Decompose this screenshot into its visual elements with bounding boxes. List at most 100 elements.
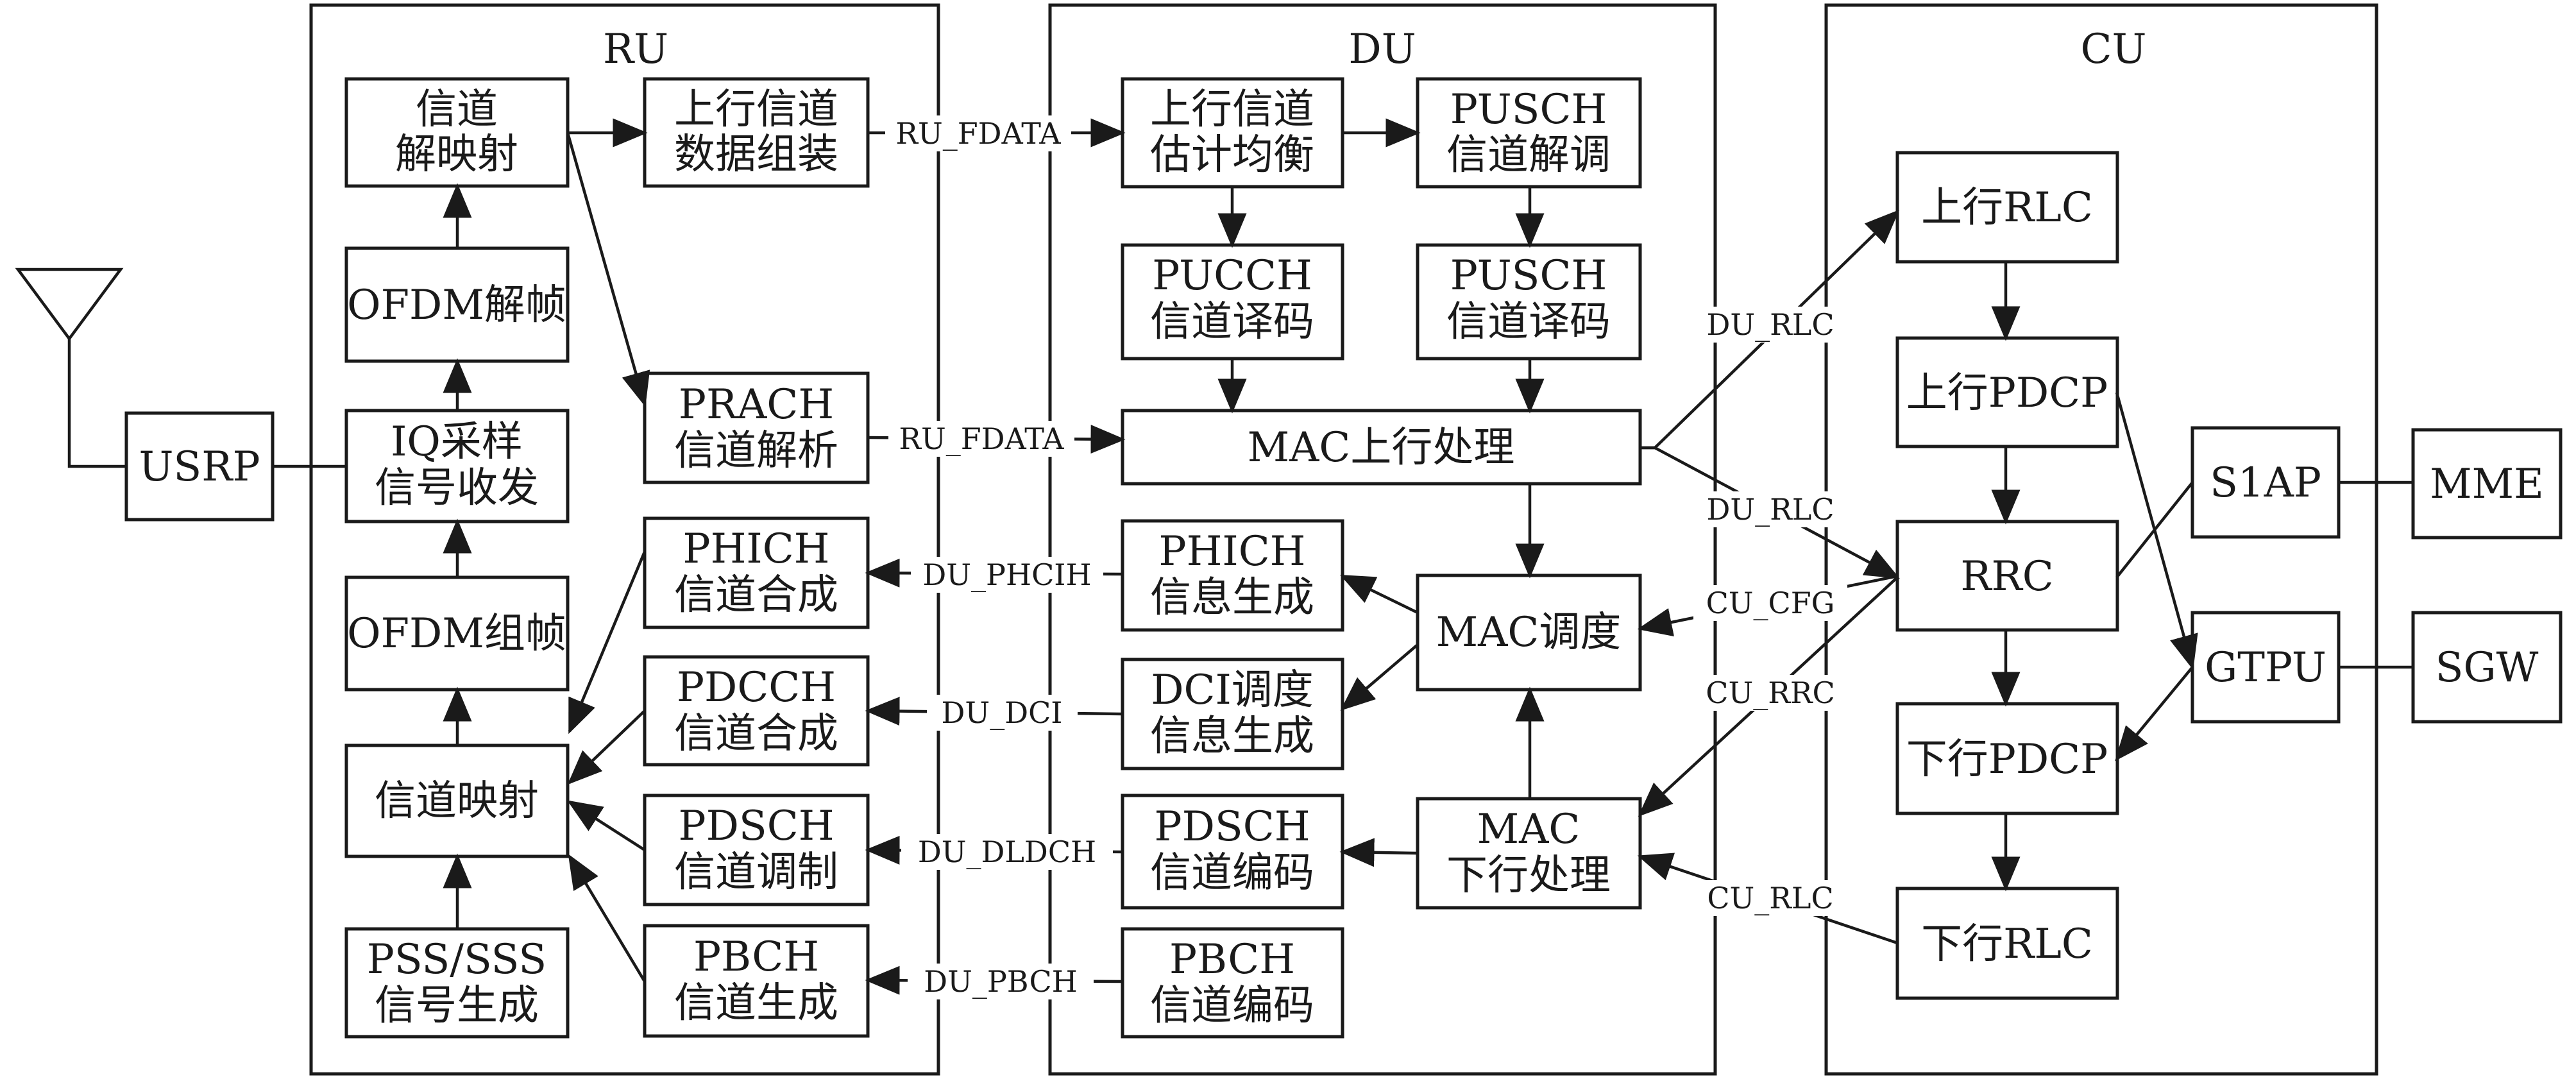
svg-text:OFDM组帧: OFDM组帧 <box>347 610 566 658</box>
node-cu-dl-pdcp: 下行PDCP <box>1895 702 2119 815</box>
svg-text:信道调制: 信道调制 <box>674 849 838 896</box>
svg-text:信道编码: 信道编码 <box>1150 849 1314 897</box>
svg-text:USRP: USRP <box>139 443 260 491</box>
svg-text:MAC: MAC <box>1477 806 1580 853</box>
edge-macul-rrc <box>1640 446 1900 579</box>
svg-text:PUSCH: PUSCH <box>1450 252 1607 300</box>
svg-text:MME: MME <box>2430 461 2544 508</box>
svg-text:PUCCH: PUCCH <box>1152 252 1312 300</box>
node-ru-ofdm-frame: OFDM组帧 <box>344 575 570 692</box>
node-du-pbch-enc: PBCH 信道编码 <box>1121 927 1344 1039</box>
svg-text:信号生成: 信号生成 <box>375 982 539 1030</box>
node-du-pdsch-enc: PDSCH 信道编码 <box>1121 794 1344 910</box>
node-du-dci-info: DCI调度 信息生成 <box>1121 658 1344 770</box>
node-ru-pdcch-comb: PDCCH 信道合成 <box>643 655 870 767</box>
edge-macsched-phich <box>1339 574 1418 615</box>
node-ru-pbch-gen: PBCH 信道生成 <box>643 924 870 1038</box>
edge-pdschmod-chanmap <box>567 800 646 851</box>
node-mme: MME <box>2411 428 2563 540</box>
svg-text:OFDM解帧: OFDM解帧 <box>347 282 566 329</box>
svg-text:PUSCH: PUSCH <box>1450 86 1607 133</box>
node-du-mac-ul: MAC上行处理 <box>1121 409 1642 486</box>
label-ru-fdata-2: RU_FDATA <box>899 421 1064 456</box>
node-du-phich-info: PHICH 信息生成 <box>1121 519 1344 632</box>
ru-section: RU <box>309 3 940 1076</box>
svg-text:解映射: 解映射 <box>395 131 518 178</box>
node-du-pucch-dec: PUCCH 信道译码 <box>1121 243 1344 361</box>
svg-text:信道映射: 信道映射 <box>375 777 539 825</box>
svg-text:信道合成: 信道合成 <box>674 572 838 619</box>
node-ru-iq: IQ采样 信号收发 <box>344 409 570 523</box>
edge-ulpdcp-gtpu <box>2115 392 2198 670</box>
node-ru-ul-pack: 上行信道 数据组装 <box>643 77 870 188</box>
svg-text:信道译码: 信道译码 <box>1150 298 1314 346</box>
node-ru-ofdm-deframe: OFDM解帧 <box>344 246 570 363</box>
label-cu-cfg: CU_CFG <box>1706 586 1835 620</box>
node-cu-rrc: RRC <box>1895 520 2119 632</box>
label-cu-rrc: CU_RRC <box>1706 675 1835 710</box>
svg-text:PRACH: PRACH <box>679 381 834 429</box>
node-du-mac-sched: MAC调度 <box>1416 573 1642 692</box>
edge-pbchgen-chanmap <box>568 854 646 983</box>
svg-text:MAC上行处理: MAC上行处理 <box>1248 424 1515 472</box>
node-s1ap: S1AP <box>2190 426 2341 539</box>
svg-text:上行信道: 上行信道 <box>674 86 838 133</box>
cu-section-title: CU <box>2081 26 2147 73</box>
label-cu-rlc: CU_RLC <box>1707 881 1833 915</box>
node-gtpu: GTPU <box>2190 611 2341 724</box>
svg-text:上行PDCP: 上行PDCP <box>1906 370 2108 417</box>
svg-text:信道解析: 信道解析 <box>674 427 838 475</box>
du-section: DU <box>1048 3 1717 1076</box>
node-ru-pss-sss: PSS/SSS 信号生成 <box>344 927 570 1039</box>
svg-text:上行信道: 上行信道 <box>1150 86 1314 133</box>
edge-phichcomb-chanmap <box>568 551 647 735</box>
node-ru-pdsch-mod: PDSCH 信道调制 <box>643 794 870 906</box>
svg-text:IQ采样: IQ采样 <box>391 418 523 466</box>
label-du-rlc-2: DU_RLC <box>1706 492 1834 527</box>
svg-text:MAC调度: MAC调度 <box>1436 609 1622 656</box>
label-du-pbch: DU_PBCH <box>924 964 1078 999</box>
node-du-ul-est: 上行信道 估计均衡 <box>1121 77 1344 189</box>
node-ru-prach: PRACH 信道解析 <box>643 371 870 484</box>
svg-text:信息生成: 信息生成 <box>1150 713 1314 760</box>
svg-text:信道: 信道 <box>416 86 498 133</box>
svg-text:PHICH: PHICH <box>1159 528 1306 575</box>
node-cu-ul-pdcp: 上行PDCP <box>1895 336 2119 448</box>
svg-text:PDSCH: PDSCH <box>679 803 835 850</box>
edge-macsched-dci <box>1340 643 1419 711</box>
svg-text:下行PDCP: 下行PDCP <box>1906 736 2108 783</box>
edge-demap-prach <box>566 132 650 407</box>
svg-text:SGW: SGW <box>2436 644 2539 692</box>
node-sgw: SGW <box>2411 611 2563 724</box>
node-cu-ul-rlc: 上行RLC <box>1895 151 2119 264</box>
svg-text:估计均衡: 估计均衡 <box>1150 132 1314 179</box>
edge-gtpu-dlpdcp <box>2115 666 2194 761</box>
svg-text:S1AP: S1AP <box>2210 459 2321 507</box>
antenna-icon <box>15 268 126 468</box>
svg-text:信息生成: 信息生成 <box>1150 574 1314 622</box>
label-du-phcih: DU_PHCIH <box>922 557 1091 592</box>
cu-section: CU <box>1824 3 2378 1076</box>
svg-text:PHICH: PHICH <box>683 525 830 573</box>
svg-text:RRC: RRC <box>1960 553 2053 600</box>
svg-text:信道编码: 信道编码 <box>1150 982 1314 1030</box>
svg-text:上行RLC: 上行RLC <box>1921 184 2093 232</box>
svg-text:PDSCH: PDSCH <box>1155 803 1310 851</box>
edge-macdl-pdschenc <box>1339 838 1418 867</box>
svg-text:信道生成: 信道生成 <box>674 980 838 1027</box>
node-du-pusch-dec: PUSCH 信道译码 <box>1416 243 1642 361</box>
svg-text:下行RLC: 下行RLC <box>1921 921 2093 968</box>
node-ru-demap: 信道 解映射 <box>344 77 570 188</box>
svg-text:信道译码: 信道译码 <box>1446 298 1611 346</box>
svg-text:信道解调: 信道解调 <box>1446 132 1611 179</box>
node-du-mac-dl: MAC 下行处理 <box>1416 797 1642 910</box>
ru-section-title: RU <box>603 26 668 73</box>
label-ru-fdata-1: RU_FDATA <box>895 116 1061 151</box>
svg-text:信道合成: 信道合成 <box>674 710 838 758</box>
link-labels: RU_FDATA RU_FDATA DU_PHCIH DU_DCI DU_DLD… <box>885 115 1847 999</box>
label-du-dldch: DU_DLDCH <box>918 835 1096 869</box>
svg-text:PBCH: PBCH <box>693 933 819 981</box>
du-section-title: DU <box>1348 26 1416 73</box>
svg-text:GTPU: GTPU <box>2205 644 2326 692</box>
